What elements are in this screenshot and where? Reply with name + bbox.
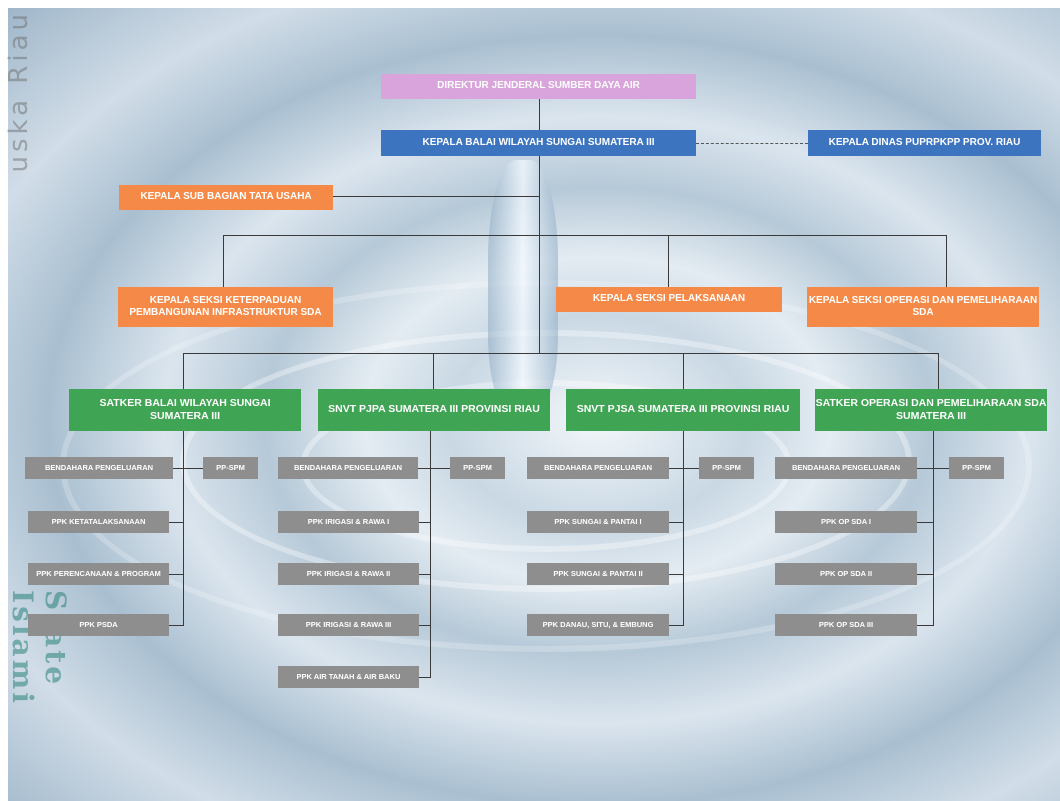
box-kepala-balai: KEPALA BALAI WILAYAH SUNGAI SUMATERA III <box>381 130 696 156</box>
box-ppspm-unit2: PP-SPM <box>450 457 505 479</box>
box-satker-balai: SATKER BALAI WILAYAH SUNGAI SUMATERA III <box>69 389 301 431</box>
connector-seksi-horizontal <box>223 235 947 236</box>
connector-unit2-ppk4 <box>419 677 431 678</box>
connector-seksi-1 <box>223 235 224 287</box>
box-ppk-unit4: PPK OP SDA I <box>775 511 917 533</box>
box-bendahara-unit1: BENDAHARA PENGELUARAN <box>25 457 173 479</box>
connector-unit2-ppk2 <box>419 574 431 575</box>
connector-unit3-bendahara <box>669 468 699 469</box>
connector-unit-3 <box>683 353 684 389</box>
connector-unit-2 <box>433 353 434 389</box>
box-ppk-unit1: PPK PSDA <box>28 614 169 636</box>
connector-unit1-bendahara <box>173 468 203 469</box>
connector-unit2-ppk3 <box>419 625 431 626</box>
box-seksi-operasi: KEPALA SEKSI OPERASI DAN PEMELIHARAAN SD… <box>807 287 1039 327</box>
box-ppk-unit2: PPK AIR TANAH & AIR BAKU <box>278 666 419 688</box>
box-direktur-jenderal: DIREKTUR JENDERAL SUMBER DAYA AIR <box>381 74 696 99</box>
box-ppk-unit2: PPK IRIGASI & RAWA II <box>278 563 419 585</box>
connector-unit4-bendahara <box>917 468 949 469</box>
box-bendahara-unit3: BENDAHARA PENGELUARAN <box>527 457 669 479</box>
connector-units-horizontal <box>183 353 939 354</box>
box-kepala-dinas: KEPALA DINAS PUPRPKPP PROV. RIAU <box>808 130 1041 156</box>
box-ppspm-unit1: PP-SPM <box>203 457 258 479</box>
box-ppk-unit3: PPK DANAU, SITU, & EMBUNG <box>527 614 669 636</box>
connector-seksi-2 <box>668 235 669 287</box>
connector-dinas-dashed <box>696 143 808 144</box>
connector-unit1-ppk1 <box>169 522 184 523</box>
connector-unit3-ppk1 <box>669 522 684 523</box>
connector-unit-1 <box>183 353 184 389</box>
box-bendahara-unit2: BENDAHARA PENGELUARAN <box>278 457 418 479</box>
box-ppk-unit4: PPK OP SDA II <box>775 563 917 585</box>
box-snvt-pjsa: SNVT PJSA SUMATERA III PROVINSI RIAU <box>566 389 800 431</box>
box-ppk-unit2: PPK IRIGASI & RAWA III <box>278 614 419 636</box>
box-ppk-unit3: PPK SUNGAI & PANTAI II <box>527 563 669 585</box>
connector-unit1-ppk2 <box>169 574 184 575</box>
connector-unit4-trunk <box>933 431 934 626</box>
connector-tata-usaha <box>333 196 539 197</box>
connector-unit2-ppk1 <box>419 522 431 523</box>
box-ppspm-unit3: PP-SPM <box>699 457 754 479</box>
connector-unit4-ppk2 <box>917 574 934 575</box>
connector-main-vertical <box>539 99 540 353</box>
box-bendahara-unit4: BENDAHARA PENGELUARAN <box>775 457 917 479</box>
box-ppk-unit2: PPK IRIGASI & RAWA I <box>278 511 419 533</box>
connector-unit4-ppk3 <box>917 625 934 626</box>
connector-unit1-trunk <box>183 431 184 626</box>
water-splash <box>488 160 558 410</box>
box-satker-operasi: SATKER OPERASI DAN PEMELIHARAAN SDA SUMA… <box>815 389 1047 431</box>
connector-seksi-3 <box>946 235 947 287</box>
box-ppk-unit1: PPK KETATALAKSANAAN <box>28 511 169 533</box>
box-ppk-unit3: PPK SUNGAI & PANTAI I <box>527 511 669 533</box>
box-ppk-unit4: PPK OP SDA III <box>775 614 917 636</box>
connector-unit3-ppk2 <box>669 574 684 575</box>
connector-unit2-bendahara <box>418 468 450 469</box>
box-sub-bagian-tata-usaha: KEPALA SUB BAGIAN TATA USAHA <box>119 185 333 210</box>
box-ppk-unit1: PPK PERENCANAAN & PROGRAM <box>28 563 169 585</box>
box-seksi-pelaksanaan: KEPALA SEKSI PELAKSANAAN <box>556 287 782 312</box>
connector-unit2-trunk <box>430 431 431 677</box>
connector-unit4-ppk1 <box>917 522 934 523</box>
box-snvt-pjpa: SNVT PJPA SUMATERA III PROVINSI RIAU <box>318 389 550 431</box>
box-seksi-keterpaduan: KEPALA SEKSI KETERPADUAN PEMBANGUNAN INF… <box>118 287 333 327</box>
box-ppspm-unit4: PP-SPM <box>949 457 1004 479</box>
connector-unit1-ppk3 <box>169 625 184 626</box>
connector-unit3-ppk3 <box>669 625 684 626</box>
connector-unit3-trunk <box>683 431 684 626</box>
watermark-bottom: State Islami <box>6 590 72 706</box>
connector-unit-4 <box>938 353 939 389</box>
watermark-top: uska Riau <box>4 10 34 173</box>
